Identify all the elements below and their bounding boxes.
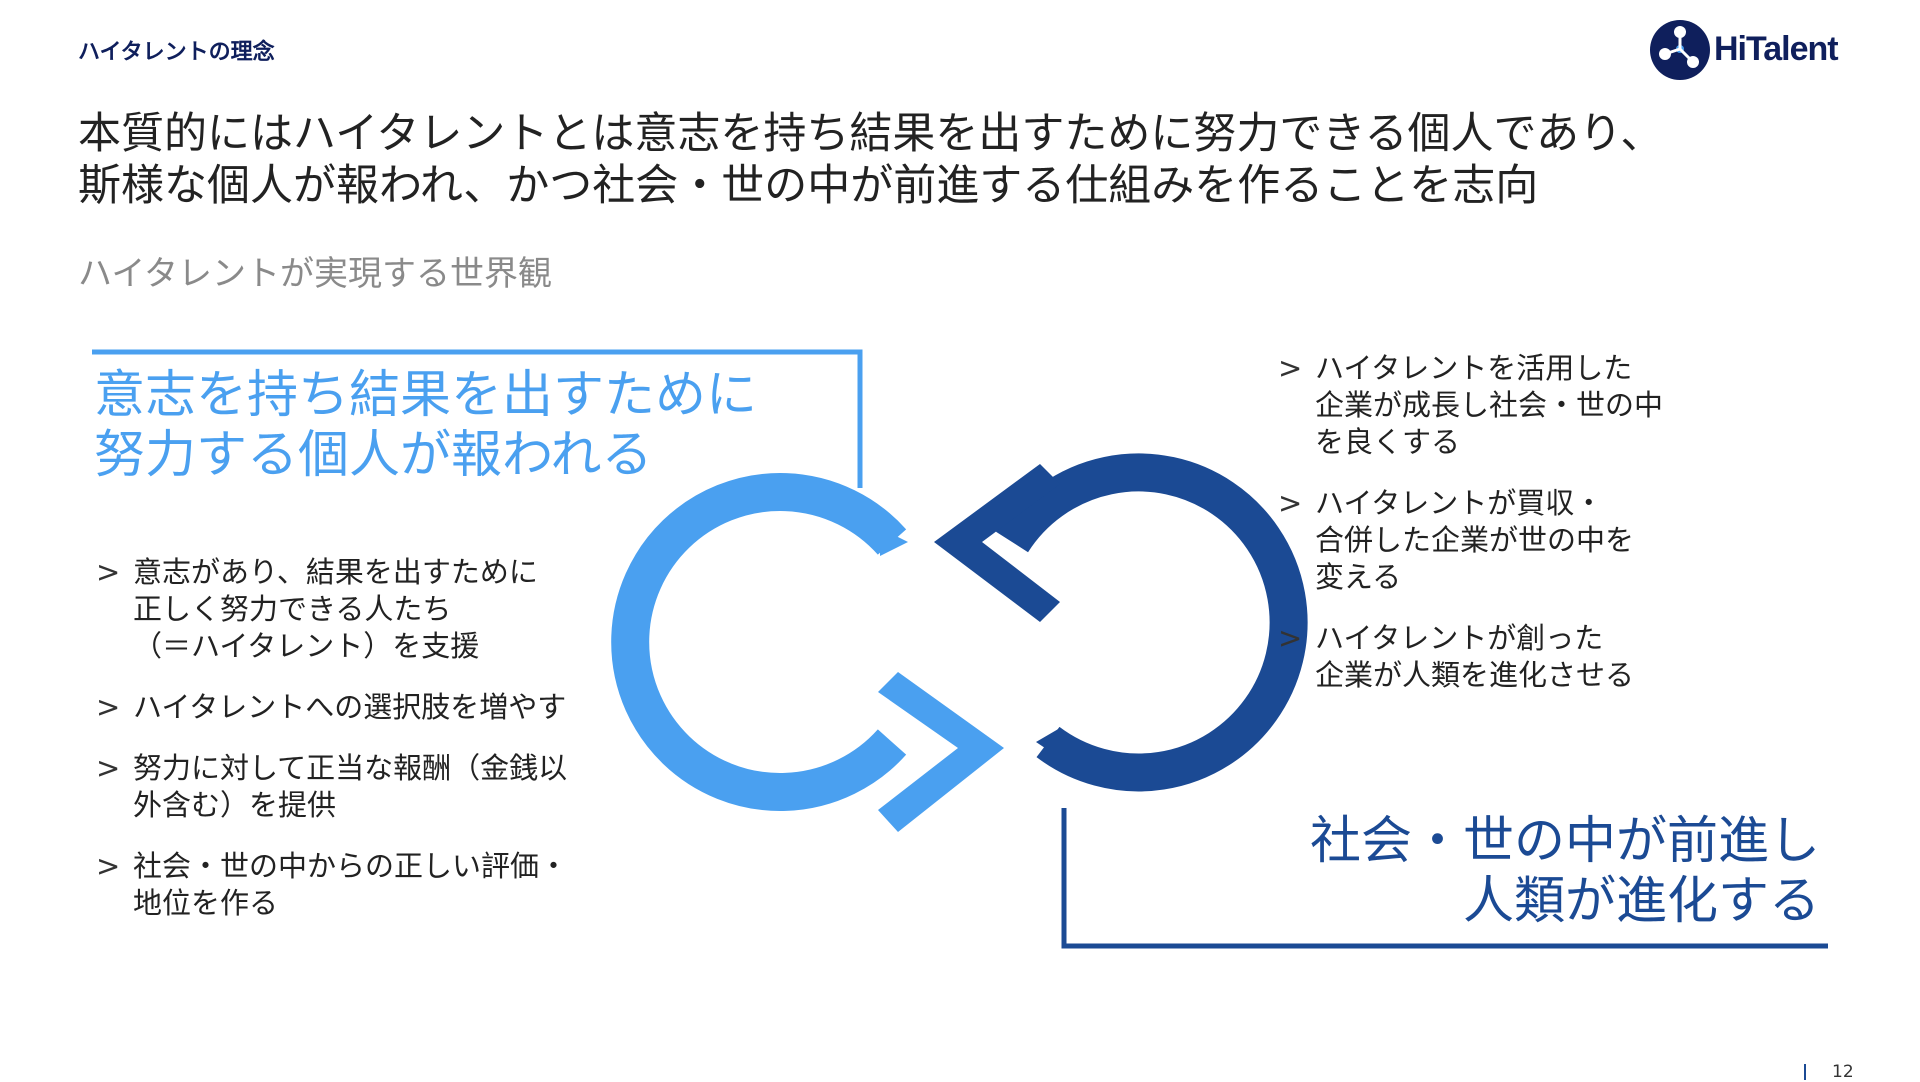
left-panel-title: 意志を持ち結果を出すために 努力する個人が報われる	[94, 366, 757, 486]
right-title-line-2: 人類が進化する	[1462, 872, 1820, 931]
bullet-text-line: 外含む）を提供	[133, 788, 337, 822]
bullet-marker: >	[96, 690, 121, 724]
page-number: 12	[1832, 1062, 1854, 1082]
list-item: > 努力に対して正当な報酬（金銭以外含む）を提供	[96, 750, 696, 824]
bullet-text-line: 変える	[1315, 560, 1402, 594]
hitalent-molecule-icon	[1650, 20, 1710, 80]
bullet-text-line: 社会・世の中からの正しい評価・	[133, 849, 569, 883]
bullet-text-line: ハイタレントへの選択肢を増やす	[133, 690, 567, 724]
footer-divider	[1804, 1064, 1806, 1080]
bullet-text-line: ハイタレントが買収・	[1315, 486, 1604, 520]
bullet-text-line: （＝ハイタレント）を支援	[133, 629, 480, 663]
bullet-marker: >	[96, 751, 121, 785]
right-panel-title: 社会・世の中が前進し 人類が進化する	[1100, 812, 1820, 932]
bullet-text-line: 正しく努力できる人たち	[133, 592, 452, 626]
logo-text: HiTalent	[1714, 30, 1839, 68]
bullet-text-line: 意志があり、結果を出すために	[133, 555, 538, 589]
left-title-line-2: 努力する個人が報われる	[94, 426, 653, 485]
bullet-marker: >	[1278, 351, 1303, 385]
section-label: ハイタレントの理念	[78, 40, 275, 65]
list-item: > 社会・世の中からの正しい評価・地位を作る	[96, 848, 696, 922]
bullet-text-line: 企業が人類を進化させる	[1315, 658, 1635, 692]
bullet-text-line: 企業が成長し社会・世の中	[1315, 388, 1664, 422]
arrow-cycle-dark-icon	[934, 453, 1308, 792]
headline-line-1: 本質的にはハイタレントとは意志を持ち結果を出すために努力できる個人であり、	[78, 109, 1664, 159]
bullet-text-line: 地位を作る	[133, 886, 279, 920]
list-item: > ハイタレントが買収・合併した企業が世の中を変える	[1278, 485, 1798, 596]
headline: 本質的にはハイタレントとは意志を持ち結果を出すために努力できる個人であり、 斯様…	[78, 108, 1838, 212]
right-title-line-1: 社会・世の中が前進し	[1309, 812, 1820, 871]
hitalent-logo: HiTalent	[1648, 18, 1878, 88]
bullet-marker: >	[96, 849, 121, 883]
right-bullet-list: > ハイタレントを活用した企業が成長し社会・世の中を良くする > ハイタレントが買収・…	[1278, 350, 1798, 718]
list-item: > ハイタレントへの選択肢を増やす	[96, 689, 696, 726]
list-item: > ハイタレントが創った企業が人類を進化させる	[1278, 620, 1798, 694]
subheading: ハイタレントが実現する世界観	[78, 254, 552, 294]
bullet-marker: >	[1278, 486, 1303, 520]
left-title-line-1: 意志を持ち結果を出すために	[94, 366, 758, 425]
headline-line-2: 斯様な個人が報われ、かつ社会・世の中が前進する仕組みを作ることを志向	[78, 161, 1539, 211]
list-item: > 意志があり、結果を出すために正しく努力できる人たち（＝ハイタレント）を支援	[96, 554, 696, 665]
bullet-text-line: ハイタレントを活用した	[1315, 351, 1633, 385]
list-item: > ハイタレントを活用した企業が成長し社会・世の中を良くする	[1278, 350, 1798, 461]
bullet-marker: >	[1278, 621, 1303, 655]
bullet-text-line: 合併した企業が世の中を	[1315, 523, 1635, 557]
left-bullet-list: > 意志があり、結果を出すために正しく努力できる人たち（＝ハイタレント）を支援 > ハ…	[96, 554, 696, 946]
bullet-text-line: 努力に対して正当な報酬（金銭以	[133, 751, 568, 785]
bullet-text-line: を良くする	[1315, 425, 1461, 459]
bullet-text-line: ハイタレントが創った	[1315, 621, 1604, 655]
bullet-marker: >	[96, 555, 121, 589]
